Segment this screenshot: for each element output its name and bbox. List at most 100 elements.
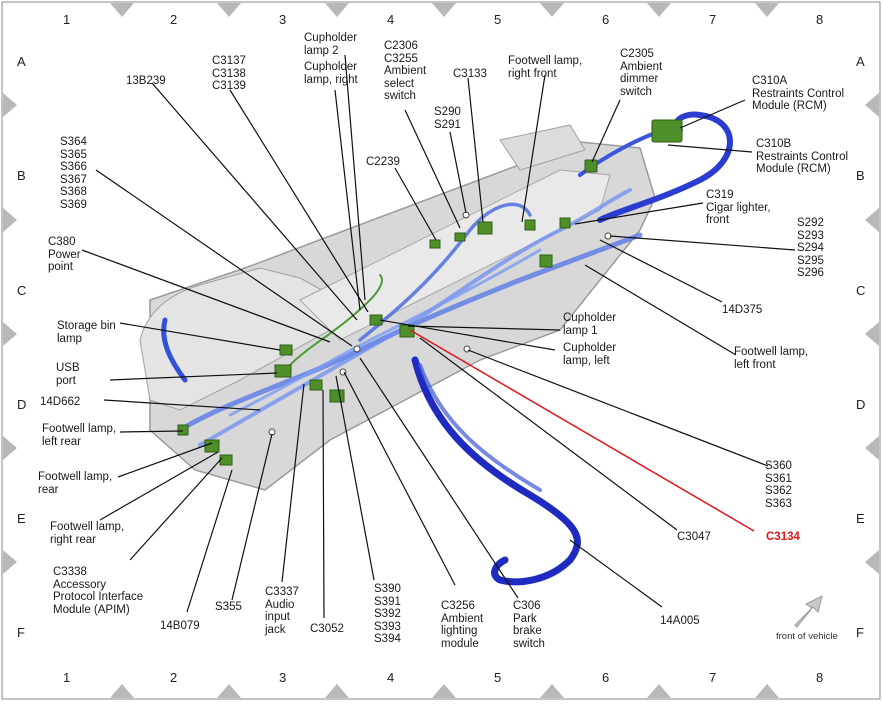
callout-c2305-line: Ambient: [620, 60, 663, 73]
grid-tick-top: [647, 3, 671, 17]
callout-c2305-line: C2305: [620, 48, 654, 60]
callout-c306-line: switch: [513, 637, 545, 650]
callout-c3052-line: C3052: [310, 623, 344, 635]
callout-s292-line: S292: [797, 217, 824, 229]
grid-tick-top: [540, 3, 564, 17]
callout-c319-line: C319: [706, 189, 734, 201]
grid-col-5-bottom: 5: [494, 670, 502, 685]
grid-tick-left: [3, 208, 17, 232]
callout-c310a-line: Module (RCM): [752, 100, 827, 112]
grid-col-4-top: 4: [387, 12, 395, 27]
callout-14d662-line: 14D662: [40, 396, 81, 408]
callout-13b239: 13B239: [126, 75, 166, 88]
grid-markers: [3, 3, 879, 698]
callout-14b079: 14B079: [160, 620, 200, 633]
grid-tick-bottom: [540, 684, 564, 698]
callout-footwell-rear: Footwell lamp,rear: [38, 471, 112, 496]
callout-footwell-left-front-line: Footwell lamp,: [734, 346, 809, 358]
grid-tick-top: [755, 3, 779, 17]
grid-tick-bottom: [647, 684, 671, 698]
callout-s390-line: S393: [374, 620, 401, 633]
callout-c306-line: brake: [513, 625, 542, 637]
grid-col-7-bottom: 7: [709, 670, 717, 685]
callout-footwell-left-rear-line: left rear: [42, 435, 81, 448]
callout-c3256-line: C3256: [441, 600, 475, 612]
callout-s364-line: S369: [60, 198, 87, 211]
wire-harness: [161, 111, 733, 586]
grid-tick-left: [3, 322, 17, 346]
callout-c3338-line: Accessory: [53, 578, 107, 591]
grid-col-1-top: 1: [63, 12, 71, 27]
splice-markers: [268, 211, 612, 436]
grid-tick-top: [217, 3, 241, 17]
callout-c2305-line: switch: [620, 85, 652, 98]
callout-c306-line: Park: [513, 612, 537, 625]
grid-tick-bottom: [110, 684, 134, 698]
callout-c3137-line: C3137: [212, 55, 246, 67]
callout-c3256-line: module: [441, 637, 479, 650]
grid-col-2-bottom: 2: [170, 670, 178, 685]
callout-c2306-line: C3255: [384, 52, 418, 65]
callout-c3137-line: C3139: [212, 80, 246, 92]
callout-usb-line: USB: [56, 362, 80, 374]
callout-s292-line: S294: [797, 242, 824, 254]
callout-cupholder-lamp-left-line: Cupholder: [563, 342, 617, 354]
callout-c380-line: Power: [48, 248, 81, 261]
callout-14a005-line: 14A005: [660, 615, 700, 627]
callout-c310b-line: Restraints Control: [756, 150, 849, 163]
callout-s360-line: S361: [765, 472, 792, 485]
callout-s364-line: S366: [60, 161, 87, 173]
callout-c3337-line: input: [265, 611, 290, 623]
grid-row-e-right: E: [856, 511, 865, 526]
callout-c3134: C3134: [766, 531, 800, 544]
callout-s292-line: S296: [797, 267, 824, 279]
grid-col-3-top: 3: [279, 12, 287, 27]
callout-c3137-line: C3138: [212, 67, 246, 80]
callout-c3338-line: Protocol Interface: [53, 591, 144, 603]
callout-s364-line: S365: [60, 148, 87, 161]
callout-footwell-left-rear-line: Footwell lamp,: [42, 423, 117, 435]
grid-col-6-bottom: 6: [602, 670, 610, 685]
callout-s292-line: S295: [797, 254, 824, 267]
callout-cupholder-lamp-1-line: lamp 1: [563, 324, 598, 337]
callout-footwell-right-front-line: right front: [508, 67, 557, 80]
grid-tick-right: [865, 550, 879, 574]
callout-c310a-line: C310A: [752, 75, 788, 87]
callout-cupholder-lamp-1-line: Cupholder: [563, 312, 617, 324]
grid-col-8-bottom: 8: [816, 670, 824, 685]
callout-s360-line: S362: [765, 485, 792, 497]
callout-c3256-line: Ambient: [441, 612, 484, 625]
callout-footwell-left-front: Footwell lamp,left front: [734, 346, 808, 371]
connectors: [177, 119, 683, 466]
callout-c2306-line: Ambient: [384, 65, 427, 77]
grid-tick-right: [865, 208, 879, 232]
grid-col-1-bottom: 1: [63, 670, 71, 685]
callout-c310a-line: Restraints Control: [752, 87, 845, 100]
callout-c306-line: C306: [513, 600, 541, 612]
callout-footwell-right-front: Footwell lamp,right front: [508, 55, 582, 80]
grid-row-c-right: C: [856, 283, 866, 298]
front-of-vehicle-arrow-icon: [794, 595, 823, 628]
callout-s364-line: S364: [60, 136, 87, 148]
callout-c310b-line: C310B: [756, 138, 792, 150]
grid-row-f-left: F: [17, 625, 25, 640]
callout-s390-line: S391: [374, 595, 401, 608]
grid-tick-left: [3, 550, 17, 574]
callout-c3337-line: Audio: [265, 598, 295, 611]
grid-tick-left: [3, 93, 17, 117]
callout-s390-line: S390: [374, 583, 401, 595]
callout-14a005: 14A005: [660, 615, 700, 628]
callout-s290-line: S290: [434, 106, 461, 118]
